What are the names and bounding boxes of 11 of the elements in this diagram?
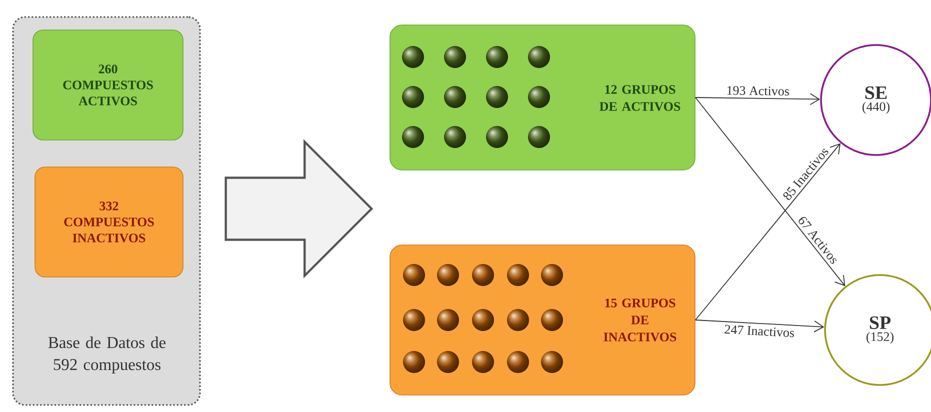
arrow [694, 320, 824, 332]
edge-label: 193 Activos [725, 84, 791, 97]
group-box: 12 GRUPOS DE ACTIVOS [390, 24, 696, 170]
compound-box: 332 COMPUESTOS INACTIVOS [34, 166, 184, 278]
arrow [694, 93, 820, 106]
compound-box: 260 COMPUESTOS ACTIVOS [32, 30, 184, 140]
arrow [694, 97, 846, 286]
edge-label: 247 Inactivos [722, 324, 796, 338]
block-arrow [224, 139, 374, 278]
group-box: 15 GRUPOS DE INACTIVOS [390, 244, 696, 396]
arrow [694, 143, 841, 320]
